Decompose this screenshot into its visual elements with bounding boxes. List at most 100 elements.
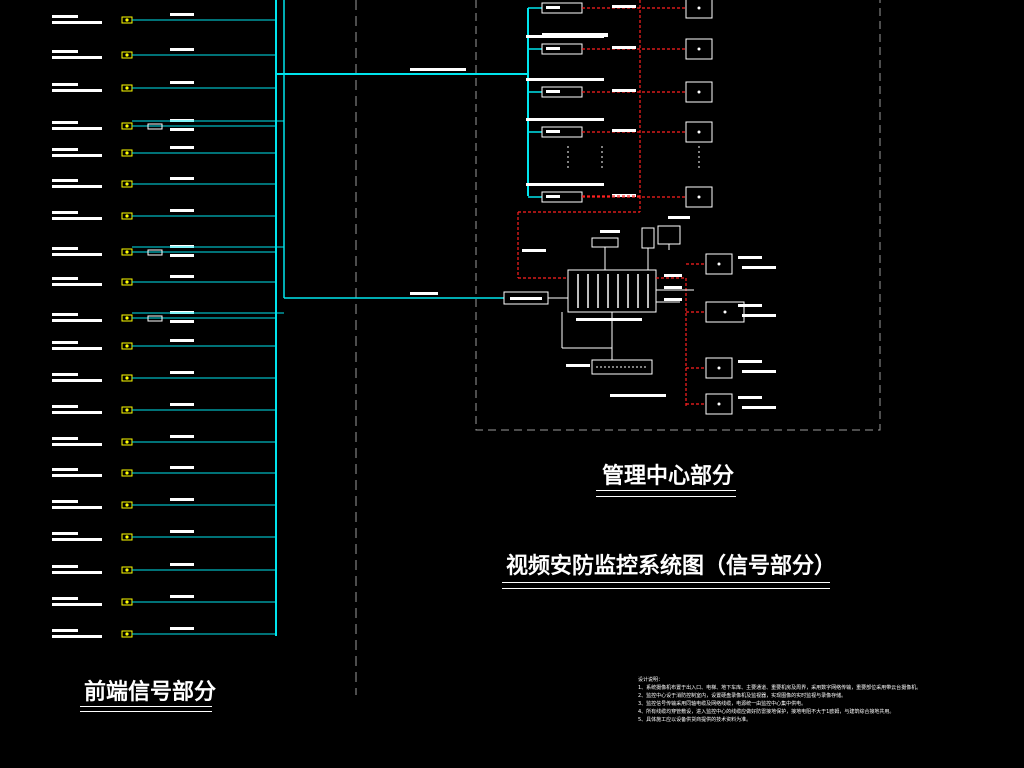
design-notes: 设计说明： 1、系统摄像机布置于出入口、电梯、地下车库、主要通道、重要机房及周界… [638, 676, 921, 724]
camera-icon [121, 630, 133, 638]
monitor-cable-label [612, 5, 636, 8]
camera-location-subtext [52, 635, 102, 638]
cable-spec-label [170, 466, 194, 469]
monitor-indicator [717, 262, 721, 266]
camera-lens [125, 53, 129, 57]
management-center-equipment [503, 0, 776, 415]
camera-location-text [52, 373, 78, 376]
out-label [664, 286, 682, 289]
camera-icon [121, 406, 133, 414]
camera-location-text [52, 468, 78, 471]
management-section-underline-2 [596, 496, 736, 497]
cable-spec-label [170, 275, 194, 278]
camera-location-text [52, 50, 78, 53]
computer-label [668, 216, 690, 219]
front-end-camera-list [52, 0, 528, 638]
camera-location-subtext [52, 253, 102, 256]
printer-label [566, 364, 590, 367]
control-keyboard [591, 237, 619, 248]
camera-location-text [52, 211, 78, 214]
matrix-label [576, 318, 642, 321]
monitor-cable-label [612, 89, 636, 92]
cable-spec-label [170, 339, 194, 342]
trunk-cable-label [410, 68, 466, 71]
keyboard-label [600, 230, 620, 233]
camera-icon [121, 180, 133, 188]
camera-icon [121, 533, 133, 541]
camera-lens [125, 182, 129, 186]
monitor-label [738, 396, 762, 399]
monitor [685, 81, 713, 103]
camera-icon [121, 501, 133, 509]
camera-lens [125, 280, 129, 284]
monitor-cable-label [612, 129, 636, 132]
camera-location-subtext [52, 127, 102, 130]
cable-spec-label [170, 13, 194, 16]
camera-lens [125, 376, 129, 380]
monitor-spec [742, 266, 776, 269]
camera-lens [125, 440, 129, 444]
video-matrix-switcher [567, 269, 657, 313]
camera-location-text [52, 148, 78, 151]
system-title-underline-2 [502, 588, 830, 589]
monitor-label [738, 360, 762, 363]
system-title-underline [502, 582, 830, 583]
camera-lens [125, 600, 129, 604]
camera-lens [125, 214, 129, 218]
camera-location-subtext [52, 21, 102, 24]
monitor-indicator [697, 90, 701, 94]
wall-monitor [705, 357, 733, 379]
camera-location-subtext [52, 89, 102, 92]
camera-location-text [52, 313, 78, 316]
camera-lens [125, 86, 129, 90]
camera-icon [121, 374, 133, 382]
dvr-panel [546, 47, 560, 50]
monitor-spec [742, 370, 776, 373]
camera-icon [121, 314, 133, 322]
printer-sub-label [610, 394, 666, 397]
camera-location-subtext [52, 185, 102, 188]
notes-heading: 设计说明： [638, 677, 664, 683]
camera-location-text [52, 247, 78, 250]
camera-icon [121, 16, 133, 24]
monitor-label [738, 256, 762, 259]
matrix-cable-label [410, 292, 438, 295]
camera-icon [121, 248, 133, 256]
dvr-label [526, 183, 604, 186]
camera-location-text [52, 121, 78, 124]
ptz-decoder-box [147, 315, 163, 322]
notes-line-2: 2、监控中心设于消防控制室内，设置硬盘录像机及监视器，实现图像的实时监视与录像存… [638, 693, 847, 699]
camera-location-subtext [52, 571, 102, 574]
dvr-panel [546, 90, 560, 93]
management-section-underline [596, 490, 736, 491]
cable-spec-label [170, 403, 194, 406]
notes-line-5: 5、具体施工应以设备供货商提供的技术资料为准。 [638, 717, 752, 723]
monitor-spec [742, 406, 776, 409]
monitor-indicator [723, 310, 727, 314]
dvr-label [526, 78, 604, 81]
monitor-indicator [697, 130, 701, 134]
camera-location-text [52, 277, 78, 280]
camera-lens [125, 344, 129, 348]
camera-lens [125, 316, 129, 320]
front-section-underline [80, 706, 212, 707]
monitor [685, 186, 713, 208]
camera-icon [121, 149, 133, 157]
monitor-cable-label [612, 46, 636, 49]
monitor [685, 121, 713, 143]
dvr-label [526, 118, 604, 121]
camera-location-subtext [52, 538, 102, 541]
camera-location-text [52, 532, 78, 535]
camera-location-text [52, 597, 78, 600]
management-section-title: 管理中心部分 [602, 464, 735, 489]
camera-location-subtext [52, 603, 102, 606]
cable-spec-label [170, 177, 194, 180]
camera-lens [125, 535, 129, 539]
camera-icon [121, 438, 133, 446]
camera-lens [125, 408, 129, 412]
camera-lens [125, 151, 129, 155]
camera-lens [125, 568, 129, 572]
cable-spec-label [170, 595, 194, 598]
notes-line-3: 3、监控信号传输采用同轴电缆及网络线缆，电源统一由监控中心集中供电。 [638, 701, 807, 707]
